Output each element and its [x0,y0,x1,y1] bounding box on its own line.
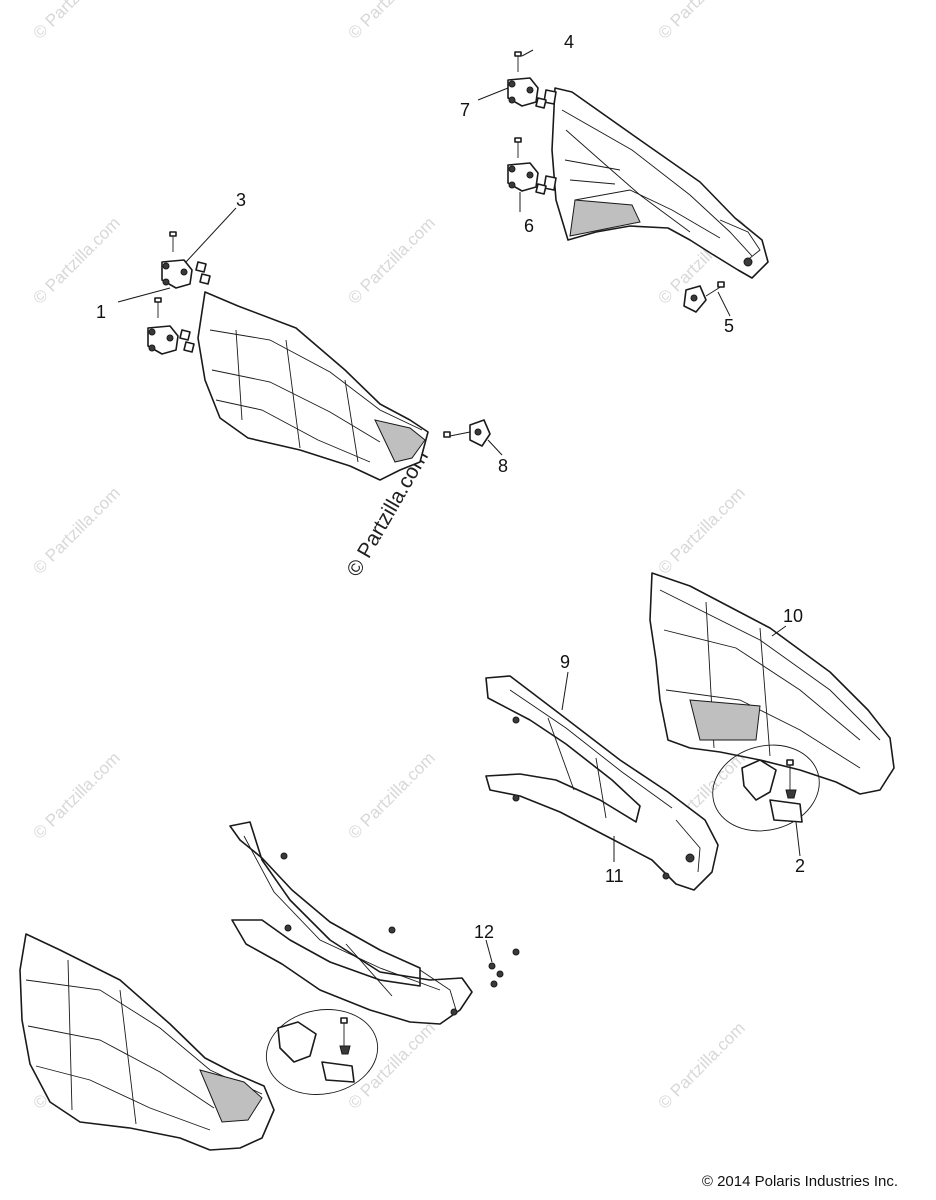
callout-7: 7 [460,100,470,120]
upper-hinge-top [507,51,557,109]
callout-2: 2 [795,856,805,876]
rear-door-frame-upper [551,87,769,279]
watermark: © Partzilla.com [29,483,123,577]
front-hinge-top [161,231,211,289]
copyright-notice: © 2014 Polaris Industries Inc. [701,1173,898,1190]
watermark: © Partzilla.com [654,483,748,577]
watermark: © Partzilla.com [29,213,123,307]
watermark: © Partzilla.com [344,1018,438,1112]
door-frame-9 [485,675,719,891]
lower-door-panel [19,933,275,1151]
leader-lines [117,49,801,963]
callout-8: 8 [498,456,508,476]
latch-part-5 [683,281,725,313]
watermark: © Partzilla.com [654,0,748,43]
latch-part-8 [443,419,491,447]
callout-9: 9 [560,652,570,672]
front-hinge-lower [147,297,195,355]
upper-hinge-lower [507,137,557,195]
callout-5: 5 [724,316,734,336]
fasteners-12 [488,948,520,988]
latch-assembly-2 [712,744,820,832]
front-door-panel-upper [197,291,429,481]
callout-3: 3 [236,190,246,210]
watermark: © Partzilla.com [344,0,438,43]
lower-latch-assembly [265,1009,379,1095]
callout-labels: 1 2 3 4 5 6 7 8 9 10 11 12 [96,32,805,942]
watermark: © Partzilla.com [29,748,123,842]
callout-1: 1 [96,302,106,322]
callout-4: 4 [564,32,574,52]
watermark: © Partzilla.com [29,0,123,43]
watermark: © Partzilla.com [344,213,438,307]
callout-6: 6 [524,216,534,236]
callout-10: 10 [783,606,803,626]
callout-11: 11 [605,866,624,886]
callout-12: 12 [474,922,494,942]
lower-door-frame [229,821,473,1025]
watermark: © Partzilla.com [654,1018,748,1112]
door-panel-10 [649,572,895,795]
watermark: © Partzilla.com [344,748,438,842]
